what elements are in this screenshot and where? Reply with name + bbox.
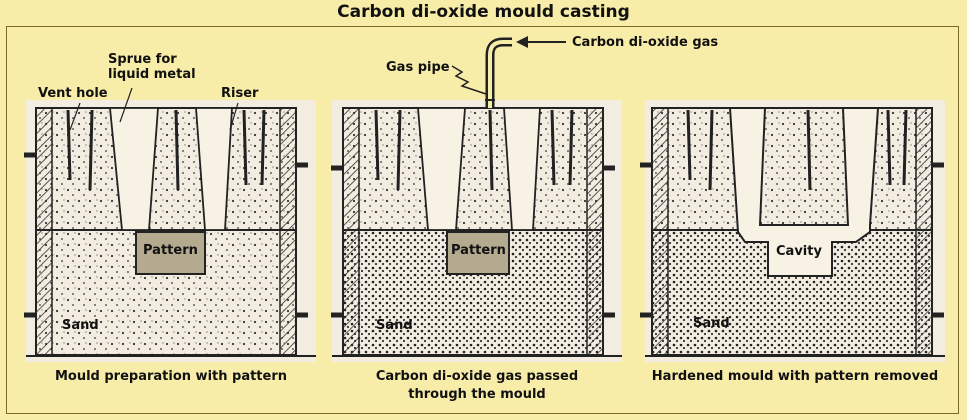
- sand-label-2: Sand: [376, 318, 413, 333]
- vent-hole-label: Vent hole: [38, 86, 108, 101]
- sand-label-3: Sand: [693, 316, 730, 331]
- riser-label: Riser: [221, 86, 259, 101]
- pattern-label-2: Pattern: [451, 243, 506, 258]
- page-title: Carbon di-oxide mould casting: [337, 2, 630, 22]
- panel-1-drawing: [24, 87, 316, 362]
- pattern-label-1: Pattern: [143, 243, 198, 258]
- co2-gas-label: Carbon di-oxide gas: [572, 35, 719, 50]
- cavity-label: Cavity: [776, 244, 822, 259]
- caption-panel-2: Carbon di-oxide gas passed through the m…: [375, 369, 579, 402]
- outer-frame: [6, 26, 959, 414]
- caption-panel-3: Hardened mould with pattern removed: [651, 369, 939, 384]
- sand-label-1: Sand: [62, 318, 99, 333]
- sprue-label: Sprue for liquid metal: [108, 52, 196, 82]
- gas-pipe-label: Gas pipe: [386, 60, 450, 75]
- caption-panel-1: Mould preparation with pattern: [54, 369, 288, 384]
- panel-3-drawing: [640, 100, 945, 362]
- panel-2-drawing: [331, 36, 622, 362]
